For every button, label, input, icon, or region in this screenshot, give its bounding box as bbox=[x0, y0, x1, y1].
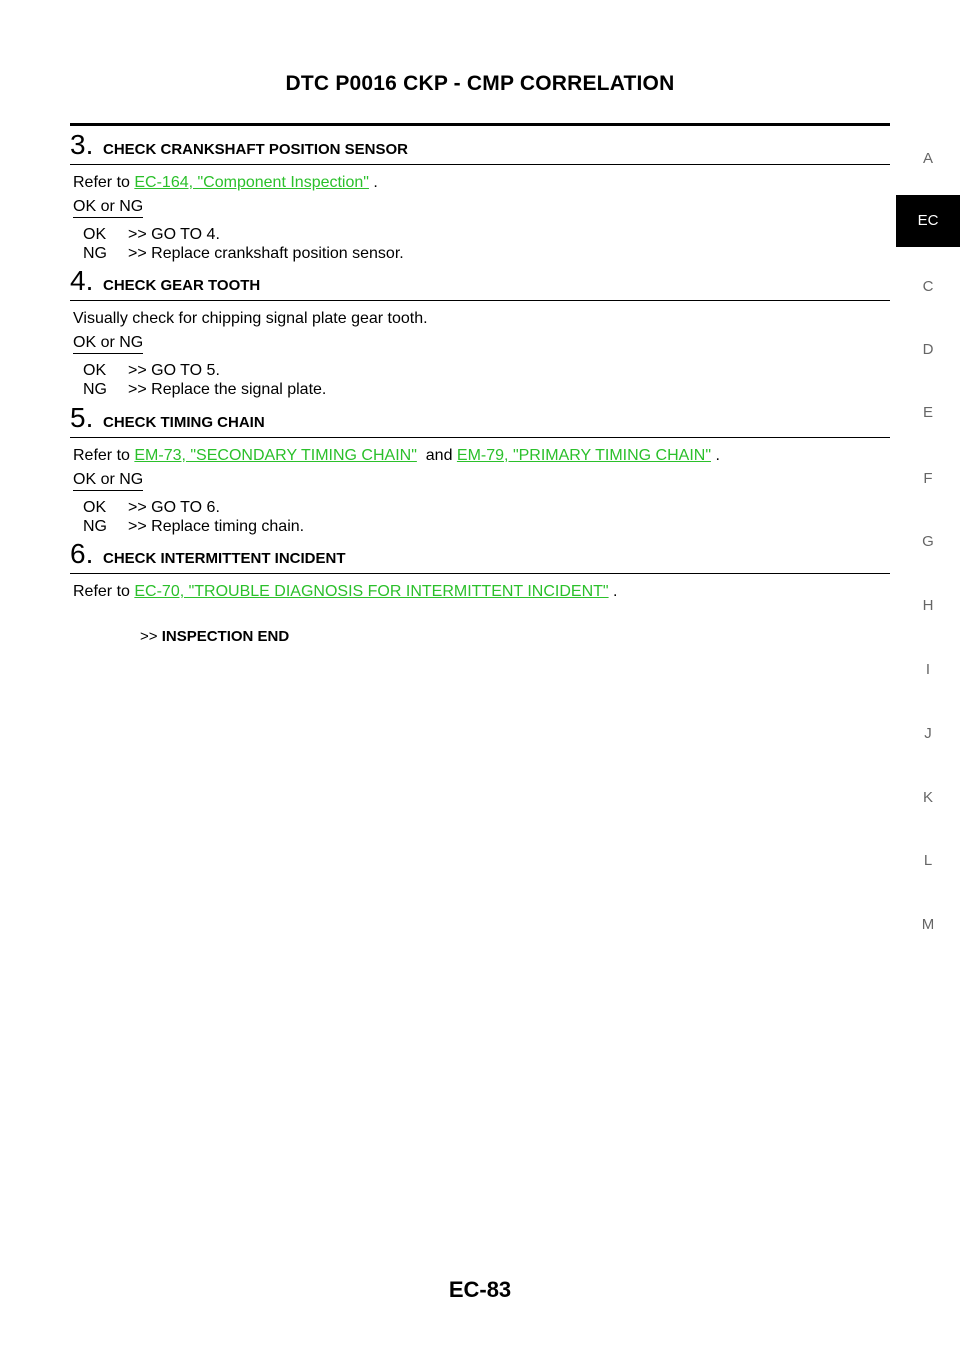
result-list: OK >> GO TO 6. NG >> Replace timing chain. bbox=[83, 498, 890, 536]
ok-or-ng-label: OK or NG bbox=[73, 197, 144, 218]
step-title: CHECK TIMING CHAIN bbox=[103, 414, 265, 431]
reference-link[interactable]: EM-79, "PRIMARY TIMING CHAIN" bbox=[456, 447, 711, 464]
step-title: CHECK INTERMITTENT INCIDENT bbox=[103, 550, 346, 567]
step-3: 3. CHECK CRANKSHAFT POSITION SENSOR Refe… bbox=[70, 130, 890, 263]
section-tab-j[interactable]: J bbox=[924, 725, 932, 742]
result-key: NG bbox=[83, 245, 107, 262]
step-number: 3. bbox=[70, 129, 94, 160]
reference-link[interactable]: EC-164, "Component Inspection" bbox=[134, 174, 369, 191]
end-label: INSPECTION END bbox=[161, 628, 290, 645]
result-row: OK >> GO TO 5. bbox=[83, 361, 890, 380]
header-rule bbox=[70, 123, 890, 126]
result-row: NG >> Replace crankshaft position sensor. bbox=[83, 244, 890, 263]
result-action: >> GO TO 6. bbox=[128, 499, 220, 516]
result-row: NG >> Replace the signal plate. bbox=[83, 380, 890, 399]
result-action: >> GO TO 4. bbox=[128, 226, 220, 243]
result-list: OK >> GO TO 5. NG >> Replace the signal pl… bbox=[83, 361, 890, 399]
section-tab-m[interactable]: M bbox=[921, 916, 935, 933]
result-key: NG bbox=[83, 518, 107, 535]
page-title: DTC P0016 CKP - CMP CORRELATION bbox=[285, 72, 675, 95]
result-key: OK bbox=[83, 226, 107, 243]
section-tab-g[interactable]: G bbox=[922, 533, 934, 550]
section-tab-c[interactable]: C bbox=[922, 278, 934, 295]
reference-link[interactable]: EC-70, "TROUBLE DIAGNOSIS FOR INTERMITTE… bbox=[134, 583, 609, 600]
result-row: OK >> GO TO 4. bbox=[83, 225, 890, 244]
result-key: OK bbox=[83, 362, 107, 379]
step-header: 3. CHECK CRANKSHAFT POSITION SENSOR bbox=[70, 130, 890, 165]
step-number: 6. bbox=[70, 538, 94, 569]
step-6: 6. CHECK INTERMITTENT INCIDENT Refer to … bbox=[70, 539, 890, 602]
step-number: 5. bbox=[70, 402, 94, 433]
result-action: >> Replace crankshaft position sensor. bbox=[128, 245, 404, 262]
result-list: OK >> GO TO 4. NG >> Replace crankshaft po… bbox=[83, 225, 890, 263]
result-row: NG >> Replace timing chain. bbox=[83, 517, 890, 536]
page-number: EC-83 bbox=[448, 1277, 512, 1302]
section-tab-h[interactable]: H bbox=[922, 597, 934, 614]
step-header: 4. CHECK GEAR TOOTH bbox=[70, 266, 890, 301]
step-header: 5. CHECK TIMING CHAIN bbox=[70, 403, 890, 438]
step-number: 4. bbox=[70, 265, 94, 296]
section-tab-k[interactable]: K bbox=[922, 789, 933, 806]
result-action: >> GO TO 5. bbox=[128, 362, 220, 379]
inspection-end: >> INSPECTION END bbox=[140, 628, 289, 645]
section-tab-f[interactable]: F bbox=[923, 470, 933, 487]
end-prefix: >> bbox=[140, 628, 158, 645]
reference-link[interactable]: EM-73, "SECONDARY TIMING CHAIN" bbox=[134, 447, 417, 464]
step-header: 6. CHECK INTERMITTENT INCIDENT bbox=[70, 539, 890, 574]
step-4: 4. CHECK GEAR TOOTH Visually check for c… bbox=[70, 266, 890, 399]
section-tab-i[interactable]: I bbox=[925, 661, 931, 678]
step-title: CHECK CRANKSHAFT POSITION SENSOR bbox=[103, 141, 409, 158]
step-instruction: Refer to EC-164, "Component Inspection" … bbox=[73, 174, 378, 191]
result-key: NG bbox=[83, 381, 107, 398]
section-tab-e[interactable]: E bbox=[922, 404, 933, 421]
section-tab-d[interactable]: D bbox=[922, 341, 934, 358]
ok-or-ng-label: OK or NG bbox=[73, 333, 144, 354]
step-title: CHECK GEAR TOOTH bbox=[103, 277, 261, 294]
step-instruction: Visually check for chipping signal plate… bbox=[73, 310, 428, 327]
ok-or-ng-label: OK or NG bbox=[73, 470, 144, 491]
result-row: OK >> GO TO 6. bbox=[83, 498, 890, 517]
section-tab-a[interactable]: A bbox=[922, 150, 933, 167]
result-action: >> Replace the signal plate. bbox=[128, 381, 327, 398]
section-tab-ec[interactable]: EC bbox=[896, 195, 960, 247]
step-5: 5. CHECK TIMING CHAIN Refer to EM-73, "S… bbox=[70, 403, 890, 536]
result-key: OK bbox=[83, 499, 107, 516]
step-instruction: Refer to EM-73, "SECONDARY TIMING CHAIN"… bbox=[73, 447, 720, 464]
result-action: >> Replace timing chain. bbox=[128, 518, 305, 535]
step-instruction: Refer to EC-70, "TROUBLE DIAGNOSIS FOR I… bbox=[73, 583, 618, 600]
section-tab-l[interactable]: L bbox=[923, 852, 933, 869]
